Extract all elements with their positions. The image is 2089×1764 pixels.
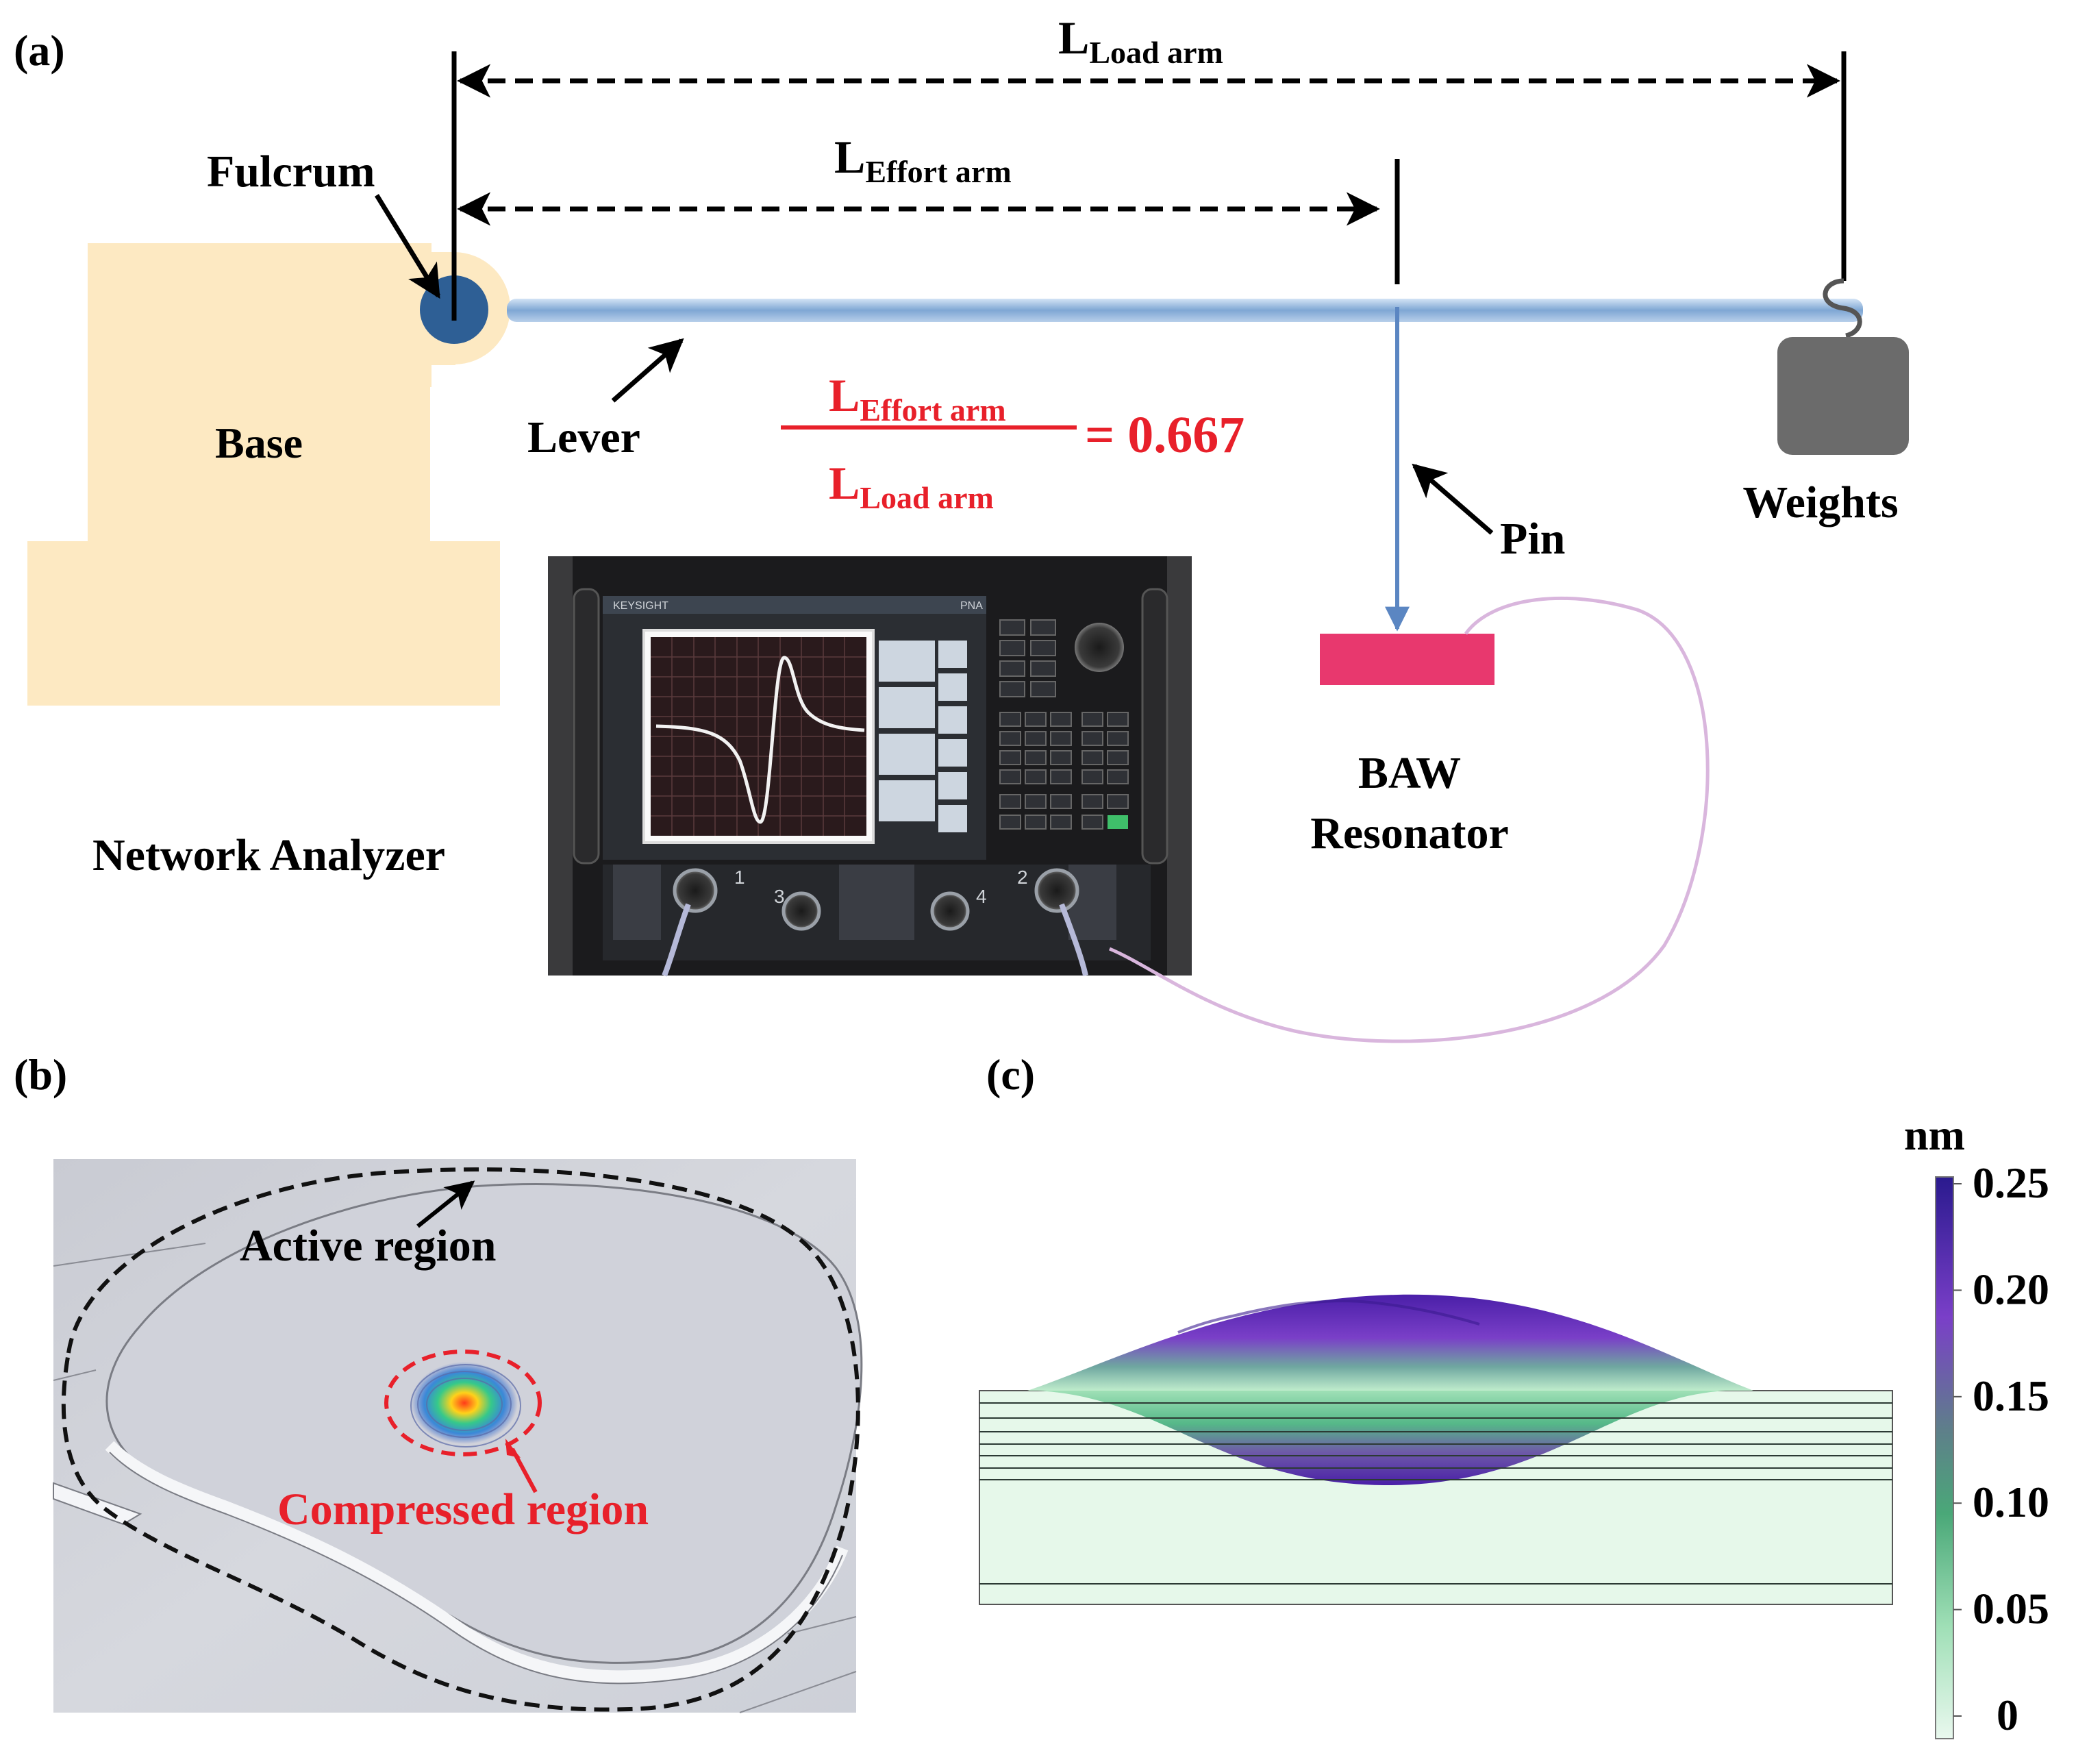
fulcrum-label: Fulcrum [207,147,375,197]
instrument-brand: KEYSIGHT [613,600,668,612]
base-block [27,243,510,706]
panel-c-label: (c) [986,1050,1035,1099]
compressed-region-label: Compressed region [277,1485,649,1535]
colorbar-ticks: 0.25 0.20 0.15 0.10 0.05 0 [1953,1158,2049,1739]
resonator-wire [1109,596,1710,1043]
colorbar-tick-label: 0.25 [1973,1158,2049,1207]
colorbar-tick-label: 0.05 [1973,1585,2049,1633]
instrument-model: PNA [960,600,983,612]
lever-label: Lever [527,412,640,462]
cable-port-1 [662,903,691,977]
colorbar-tick-label: 0 [1997,1691,2018,1739]
port-4-label: 4 [976,886,987,907]
screen-trace [655,656,865,824]
network-analyzer-instrument: KEYSIGHT PNA [548,556,1192,976]
weights-block [1777,337,1909,455]
port-2-label: 2 [1017,867,1028,888]
colorbar-unit: nm [1904,1110,1965,1159]
ratio-numerator: LEffort arm [829,369,1006,427]
lever-ratio: LEffort arm LLoad arm = 0.667 [781,369,1244,515]
load-arm-label: LLoad arm [1058,12,1223,70]
active-region-outline [61,1167,860,1712]
ratio-value: = 0.667 [1085,406,1244,464]
cable-port-2 [1059,903,1088,976]
lever-bar [507,299,1863,322]
effort-arm-label: LEffort arm [834,131,1012,189]
colorbar-tick-label: 0.10 [1973,1478,2049,1526]
port-3-label: 3 [774,886,785,907]
baw-resonator-chip [1320,634,1494,685]
network-analyzer-label: Network Analyzer [92,830,445,880]
panel-a-label: (a) [14,26,65,75]
pin-label: Pin [1500,514,1565,564]
pin-callout-arrow [1412,463,1494,535]
upper-displacement-lens [1027,1294,1753,1391]
colorbar-tick-label: 0.20 [1973,1265,2049,1313]
ratio-denominator: LLoad arm [829,457,994,515]
active-region-label: Active region [240,1221,497,1271]
compressed-region-arrowhead [505,1439,521,1458]
colorbar [1935,1176,1954,1739]
weights-label: Weights [1742,477,1898,527]
lower-displacement-lens [1038,1391,1726,1486]
port-1-label: 1 [734,867,745,888]
lever-callout-arrow [611,338,684,403]
baw-label-line2: Resonator [1310,808,1509,858]
simulation-3d-view [53,1159,863,1713]
weight-hook [1823,278,1862,338]
instrument-knob [1075,623,1124,672]
compressed-region-outline [384,1350,542,1456]
colorbar-tick-label: 0.15 [1973,1371,2049,1420]
panel-b-label: (b) [14,1050,67,1099]
active-region-arrow [416,1180,475,1228]
displacement-cross-section [979,1294,1893,1605]
baw-label-line1: BAW [1358,748,1461,798]
fulcrum-callout-arrow [375,194,440,299]
base-label: Base [215,419,303,467]
